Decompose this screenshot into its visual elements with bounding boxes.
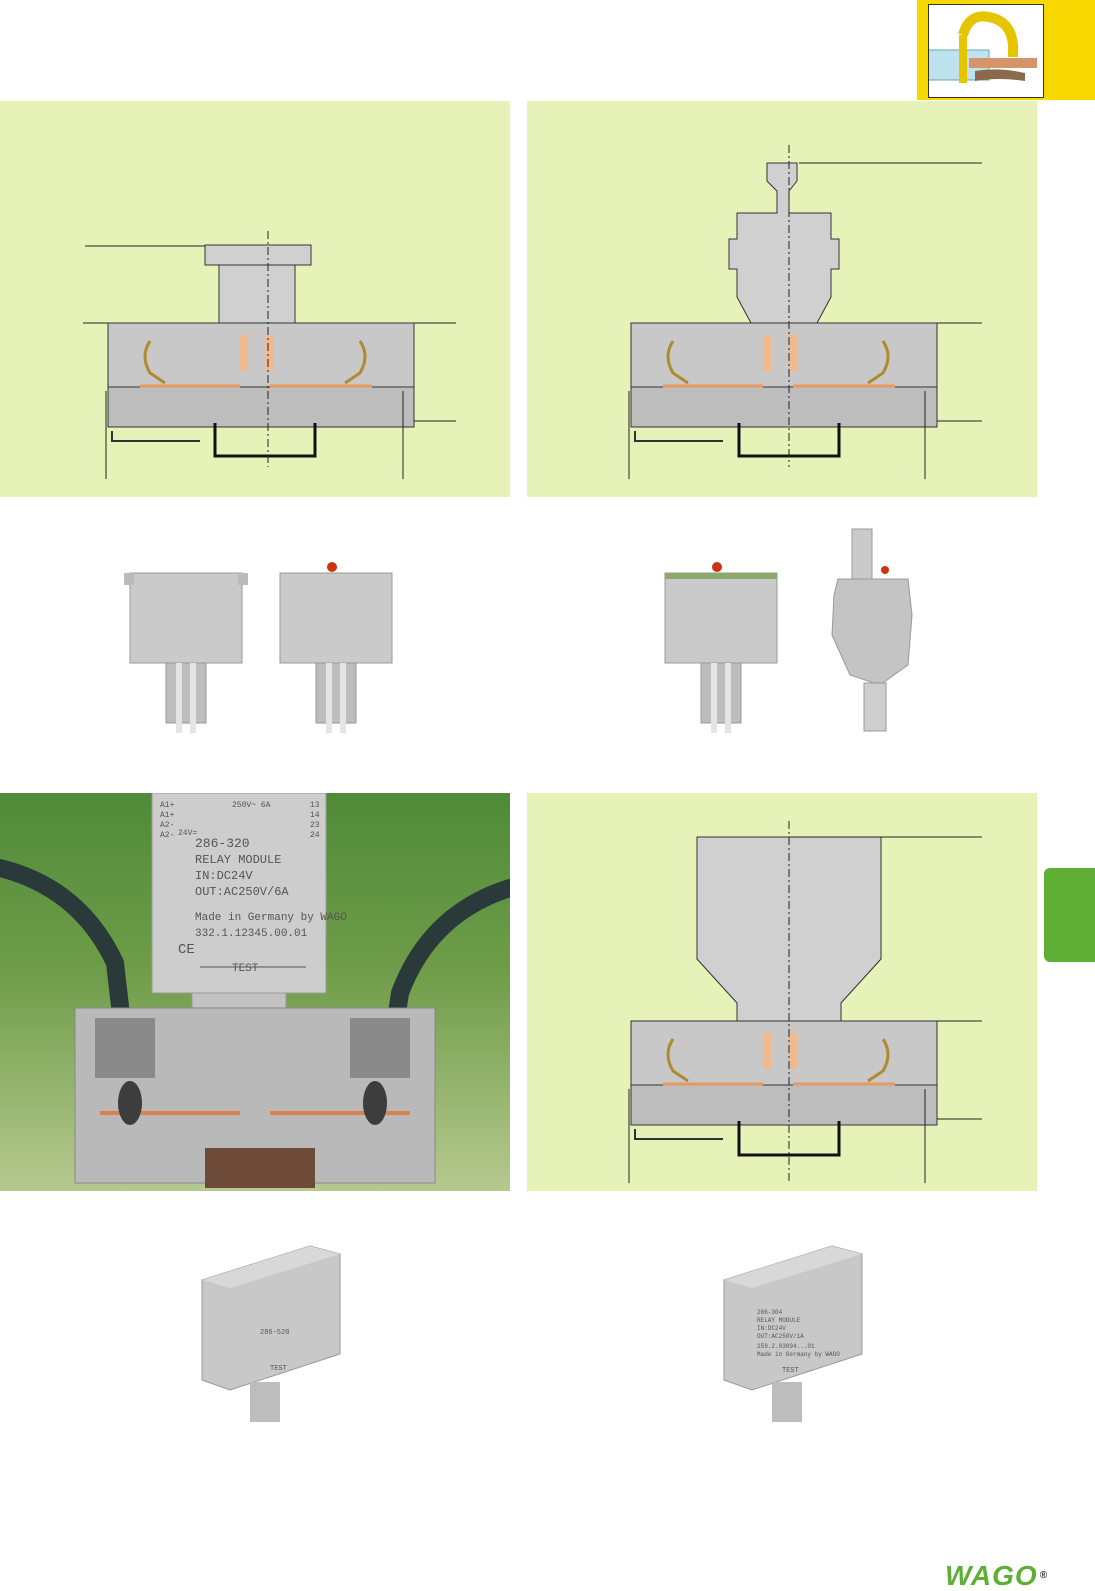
small-module-1-test: TEST xyxy=(270,1365,287,1373)
module-made-in: Made in Germany by WAGO xyxy=(195,912,347,924)
small-relay-module-1: 286-520 TEST xyxy=(201,1245,341,1422)
terminal-block-diagram-1 xyxy=(83,231,456,479)
small-module-2-code: 259.2.03094...01 xyxy=(757,1343,815,1350)
module-code: 332.1.12345.00.01 xyxy=(195,928,308,940)
module-pin-a2b: A2- xyxy=(160,831,174,840)
diagram-panel-3 xyxy=(527,793,1037,1191)
module-test-label: TEST xyxy=(232,963,259,975)
small-module-2-line-1: RELAY MODULE xyxy=(757,1317,801,1324)
wago-logo: WAGO® xyxy=(945,1560,1065,1591)
plug-module-1 xyxy=(124,572,248,733)
module-line-2: IN:DC24V xyxy=(195,869,253,883)
relay-module-photo: A1+ A1+ A2- A2- 24V= 250V~ 6A 13 14 23 2… xyxy=(0,793,510,1191)
registered-mark: ® xyxy=(1039,1570,1049,1581)
small-relay-module-2: 286-304 RELAY MODULE IN:DC24V OUT:AC250V… xyxy=(723,1245,863,1422)
plug-module-led-2 xyxy=(664,562,778,733)
terminal-block-diagram-3 xyxy=(628,821,982,1183)
small-module-2-line-2: IN:DC24V xyxy=(757,1325,786,1332)
small-module-2-made-in: Made in Germany by WAGO xyxy=(757,1351,840,1358)
module-top-rating: 250V~ 6A xyxy=(232,801,271,810)
module-part-number: 286-320 xyxy=(195,836,250,851)
module-pin-a1: A1+ xyxy=(160,801,175,810)
small-module-2-line-3: OUT:AC250V/1A xyxy=(757,1333,804,1340)
module-ce-mark: CE xyxy=(178,942,195,958)
module-pin-a2: A2- xyxy=(160,821,174,830)
chapter-tab xyxy=(1044,868,1095,962)
module-pin-24: 24 xyxy=(310,831,320,840)
plug-module-tall xyxy=(831,528,913,732)
module-top-voltage: 24V= xyxy=(178,829,197,838)
clamp-badge xyxy=(917,0,1095,100)
module-pin-23: 23 xyxy=(310,821,320,830)
small-module-2-test: TEST xyxy=(782,1367,799,1375)
diagram-panel-1 xyxy=(0,101,510,497)
diagram-panel-2 xyxy=(527,101,1037,497)
small-module-2-part: 286-304 xyxy=(757,1309,783,1316)
module-pin-14: 14 xyxy=(310,811,320,820)
module-pin-13: 13 xyxy=(310,801,320,810)
module-pin-a1b: A1+ xyxy=(160,811,175,820)
plug-module-led-1 xyxy=(279,562,393,733)
module-line-1: RELAY MODULE xyxy=(195,853,281,867)
cage-clamp-icon xyxy=(928,4,1044,98)
terminal-block-diagram-2 xyxy=(628,145,982,479)
small-module-1-part: 286-520 xyxy=(260,1329,289,1337)
module-line-3: OUT:AC250V/6A xyxy=(195,885,289,899)
wago-logo-text: WAGO xyxy=(945,1560,1038,1591)
